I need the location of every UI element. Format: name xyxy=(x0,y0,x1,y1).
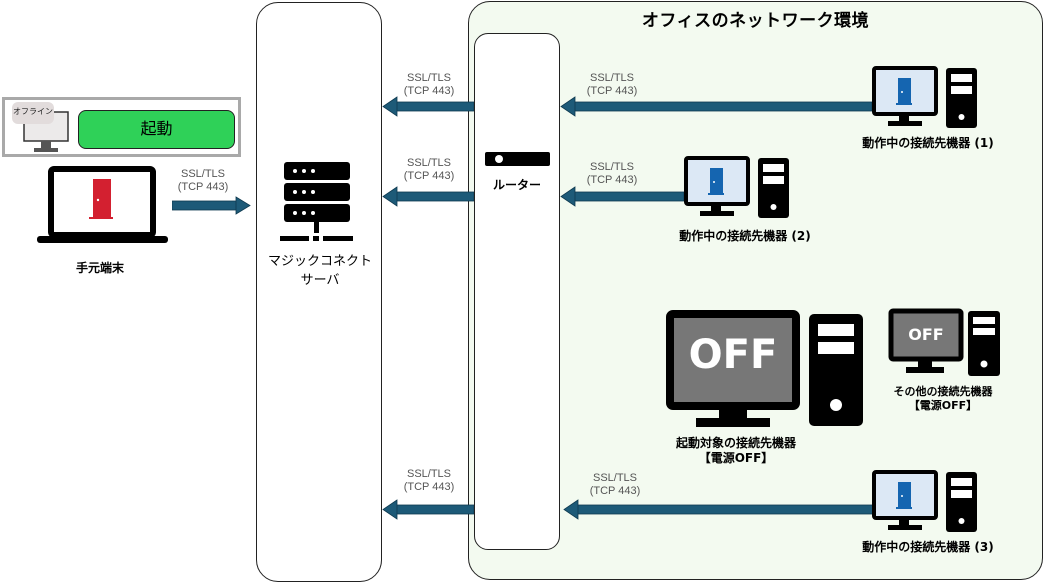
protocol-line2: (TCP 443) xyxy=(403,85,455,97)
door-icon xyxy=(708,168,724,195)
protocol-line2: (TCP 443) xyxy=(177,181,229,193)
office-network-title: オフィスのネットワーク環境 xyxy=(641,11,870,31)
protocol-label-client: SSL/TLS (TCP 443) xyxy=(168,168,238,194)
arrow-router-to-server-2 xyxy=(382,186,474,207)
protocol-line2: (TCP 443) xyxy=(586,174,638,186)
offline-badge: オフライン xyxy=(12,102,54,124)
other-device-icon xyxy=(888,308,1000,376)
running-device-3-icon xyxy=(872,470,977,532)
arrow-device3-to-router xyxy=(563,499,873,520)
laptop-icon xyxy=(37,166,168,243)
running-device-1-icon xyxy=(872,66,977,128)
protocol-line2: (TCP 443) xyxy=(589,485,641,497)
door-icon xyxy=(89,179,113,219)
server-label-line1: マジックコネクト xyxy=(267,254,372,269)
protocol-line1: SSL/TLS xyxy=(592,472,638,484)
router-label: ルーター xyxy=(492,178,541,192)
other-device-label-line1: その他の接続先機器 xyxy=(893,385,993,398)
target-device-icon xyxy=(666,310,863,427)
target-device-label: 起動対象の接続先機器 【電源OFF】 xyxy=(666,436,806,466)
protocol-label-router-server-1: SSL/TLS (TCP 443) xyxy=(392,72,466,98)
protocol-line1: SSL/TLS xyxy=(180,168,226,180)
door-icon xyxy=(896,78,912,105)
protocol-label-router-server-2: SSL/TLS (TCP 443) xyxy=(392,157,466,183)
magicconnect-server-column xyxy=(256,2,382,582)
start-button[interactable]: 起動 xyxy=(78,110,235,149)
protocol-label-device2: SSL/TLS (TCP 443) xyxy=(575,161,649,187)
router-icon xyxy=(485,152,550,166)
protocol-line2: (TCP 443) xyxy=(403,481,455,493)
protocol-line1: SSL/TLS xyxy=(406,468,452,480)
other-device-off-text: OFF xyxy=(908,325,944,344)
server-label: マジックコネクト サーバ xyxy=(258,250,382,288)
protocol-line1: SSL/TLS xyxy=(589,161,635,173)
target-device-label-line2: 【電源OFF】 xyxy=(698,451,774,465)
arrow-client-to-server xyxy=(172,196,251,215)
server-label-line2: サーバ xyxy=(300,273,340,288)
server-icon xyxy=(280,162,353,241)
protocol-line1: SSL/TLS xyxy=(589,72,635,84)
protocol-label-device3: SSL/TLS (TCP 443) xyxy=(578,472,652,498)
other-device-label: その他の接続先機器 【電源OFF】 xyxy=(880,385,1006,413)
protocol-label-device1: SSL/TLS (TCP 443) xyxy=(575,72,649,98)
target-device-off-text: OFF xyxy=(688,332,778,378)
running-device-2-label: 動作中の接続先機器 (2) xyxy=(679,229,811,243)
other-device-label-line2: 【電源OFF】 xyxy=(908,399,978,412)
protocol-line1: SSL/TLS xyxy=(406,72,452,84)
client-label: 手元端末 xyxy=(75,261,124,275)
protocol-line2: (TCP 443) xyxy=(403,170,455,182)
arrow-router-to-server-3 xyxy=(382,499,474,520)
running-device-1-label: 動作中の接続先機器 (1) xyxy=(862,136,994,150)
protocol-label-router-server-3: SSL/TLS (TCP 443) xyxy=(392,468,466,494)
router-column xyxy=(474,33,560,550)
arrow-device2-to-router xyxy=(560,186,684,207)
arrow-device1-to-router xyxy=(560,96,872,117)
door-icon xyxy=(896,482,912,509)
protocol-line1: SSL/TLS xyxy=(406,157,452,169)
running-device-3-label: 動作中の接続先機器 (3) xyxy=(862,540,994,554)
running-device-2-icon xyxy=(684,156,789,218)
protocol-line2: (TCP 443) xyxy=(586,85,638,97)
arrow-router-to-server-1 xyxy=(382,96,474,117)
target-device-label-line1: 起動対象の接続先機器 xyxy=(675,436,796,450)
